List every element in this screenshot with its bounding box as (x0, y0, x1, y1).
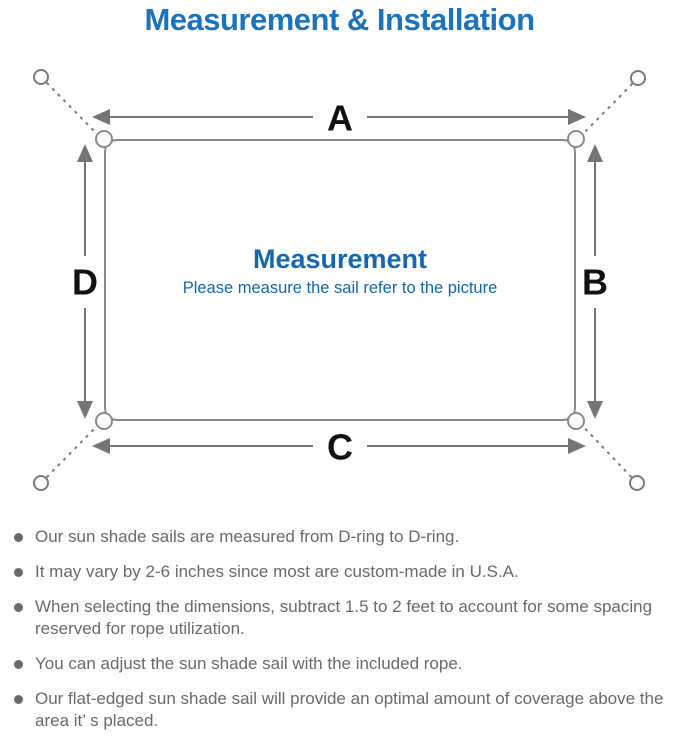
anchor-rope-top-left (40, 76, 106, 143)
anchor-points (33, 69, 646, 491)
diagram-subheading: Please measure the sail refer to the pic… (183, 279, 498, 297)
anchor-ropes (40, 76, 639, 484)
list-item: You can adjust the sun shade sail with t… (14, 653, 666, 675)
list-item: Our flat-edged sun shade sail will provi… (14, 688, 666, 732)
note-text: It may vary by 2-6 inches since most are… (35, 562, 519, 581)
dimension-label-b: B (582, 262, 608, 303)
anchor-rope-top-right (574, 77, 639, 143)
diagram-heading: Measurement (253, 244, 427, 274)
page-title: Measurement & Installation (144, 2, 535, 37)
measurement-diagram: A B C D Measurement Please measure the s… (33, 69, 646, 491)
bullet-icon (14, 603, 23, 612)
note-text: You can adjust the sun shade sail with t… (35, 654, 463, 673)
dimension-label-d: D (72, 262, 98, 303)
anchor-point-top-right (630, 70, 646, 86)
list-item: It may vary by 2-6 inches since most are… (14, 561, 666, 583)
notes-list: Our sun shade sails are measured from D-… (14, 526, 666, 739)
d-ring-top-right (567, 130, 585, 148)
bullet-icon (14, 695, 23, 704)
list-item: Our sun shade sails are measured from D-… (14, 526, 666, 548)
anchor-rope-bottom-left (40, 417, 106, 484)
list-item: When selecting the dimensions, subtract … (14, 596, 666, 640)
d-ring-bottom-right (567, 412, 585, 430)
note-text: When selecting the dimensions, subtract … (35, 597, 653, 638)
bullet-icon (14, 568, 23, 577)
anchor-point-bottom-left (33, 475, 49, 491)
dimension-label-a: A (327, 98, 353, 139)
anchor-point-bottom-right (629, 475, 645, 491)
bullet-icon (14, 533, 23, 542)
d-ring-bottom-left (95, 412, 113, 430)
corner-d-rings (95, 130, 585, 430)
dimension-arrows (77, 109, 603, 454)
dimension-label-c: C (327, 427, 353, 468)
sail-outline (104, 139, 576, 421)
anchor-rope-bottom-right (574, 417, 638, 484)
anchor-point-top-left (33, 69, 49, 85)
d-ring-top-left (95, 130, 113, 148)
bullet-icon (14, 660, 23, 669)
note-text: Our flat-edged sun shade sail will provi… (35, 689, 664, 730)
note-text: Our sun shade sails are measured from D-… (35, 527, 460, 546)
